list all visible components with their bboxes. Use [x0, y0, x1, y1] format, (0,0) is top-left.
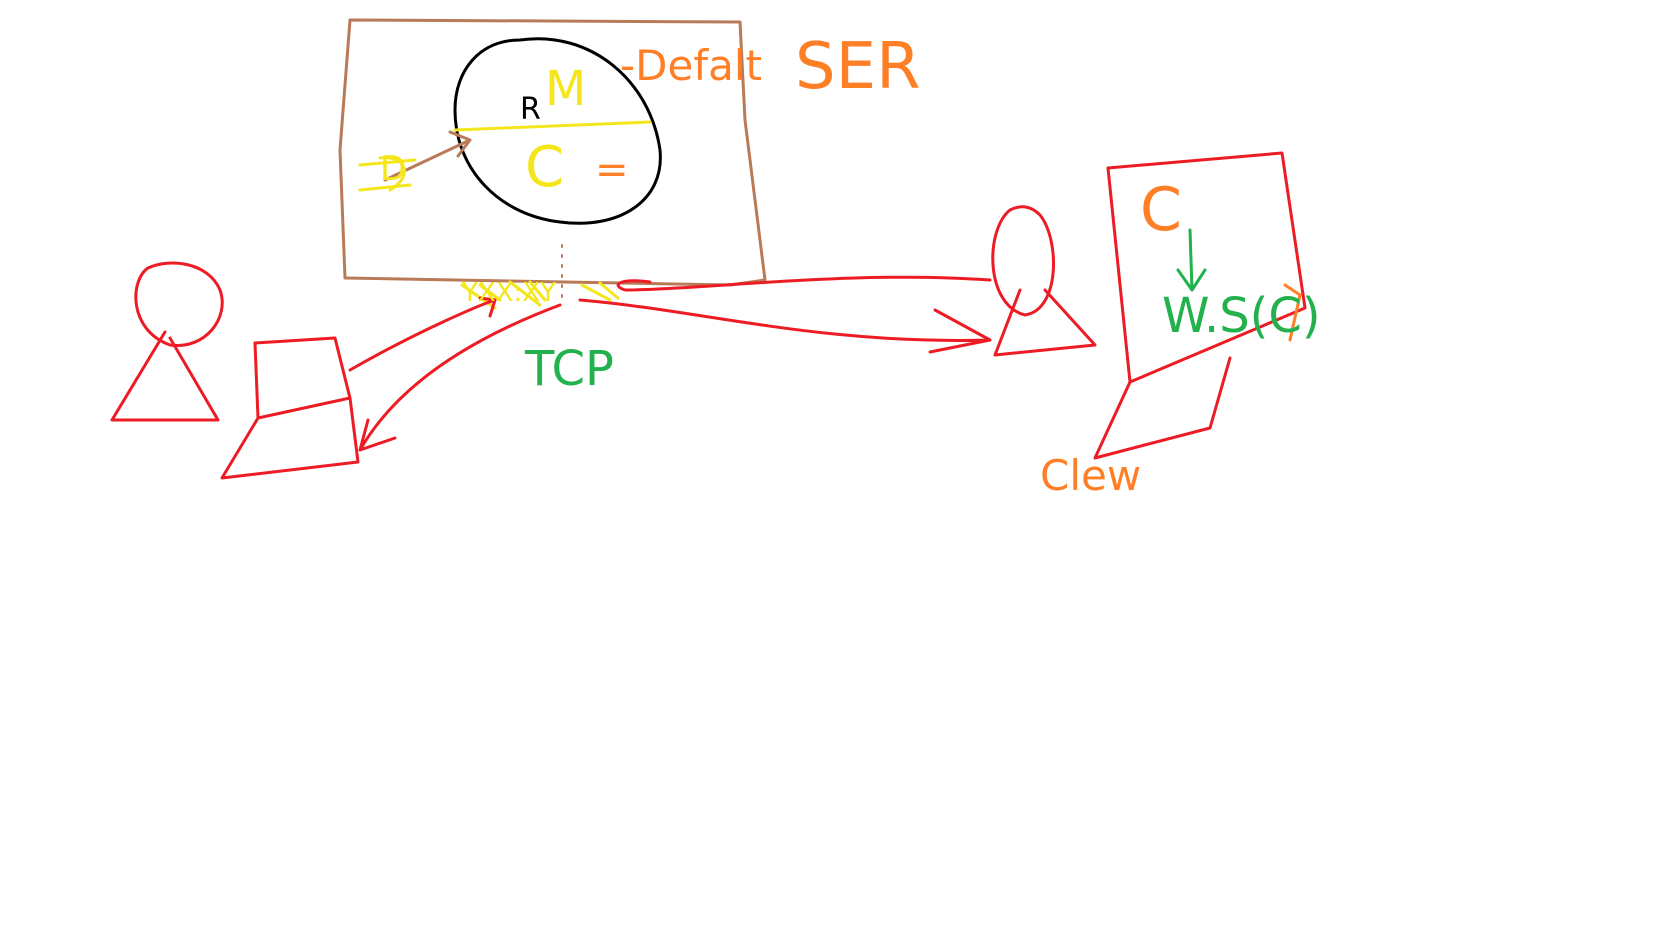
inner-down-arrow — [1176, 228, 1207, 292]
label-c: C — [525, 135, 565, 200]
arrow-to-right-client — [578, 275, 992, 354]
label-equals: = — [595, 147, 629, 193]
divider-line — [453, 120, 652, 132]
right-person — [991, 205, 1097, 357]
label-ws: W.S(C) — [1162, 288, 1321, 344]
label-r: R — [520, 92, 541, 127]
input-arrow — [383, 130, 472, 182]
arrow-to-left-client — [348, 296, 562, 452]
label-default: -Defalt — [620, 41, 762, 90]
label-client-c: C — [1140, 175, 1182, 245]
d-scribble — [358, 156, 417, 192]
label-tcp: TCP — [525, 341, 614, 397]
left-laptop — [220, 336, 360, 480]
port-scribble — [460, 280, 620, 310]
process-circle — [453, 37, 662, 225]
ws-bracket — [1283, 283, 1302, 342]
left-person — [110, 261, 224, 422]
label-arrow-input: D — [380, 149, 407, 189]
label-m: M — [545, 61, 587, 117]
label-port: YXX:XY — [462, 278, 556, 308]
label-ser: SER — [795, 30, 921, 104]
label-client: Clew — [1040, 451, 1142, 500]
right-client-screen — [1093, 151, 1307, 460]
